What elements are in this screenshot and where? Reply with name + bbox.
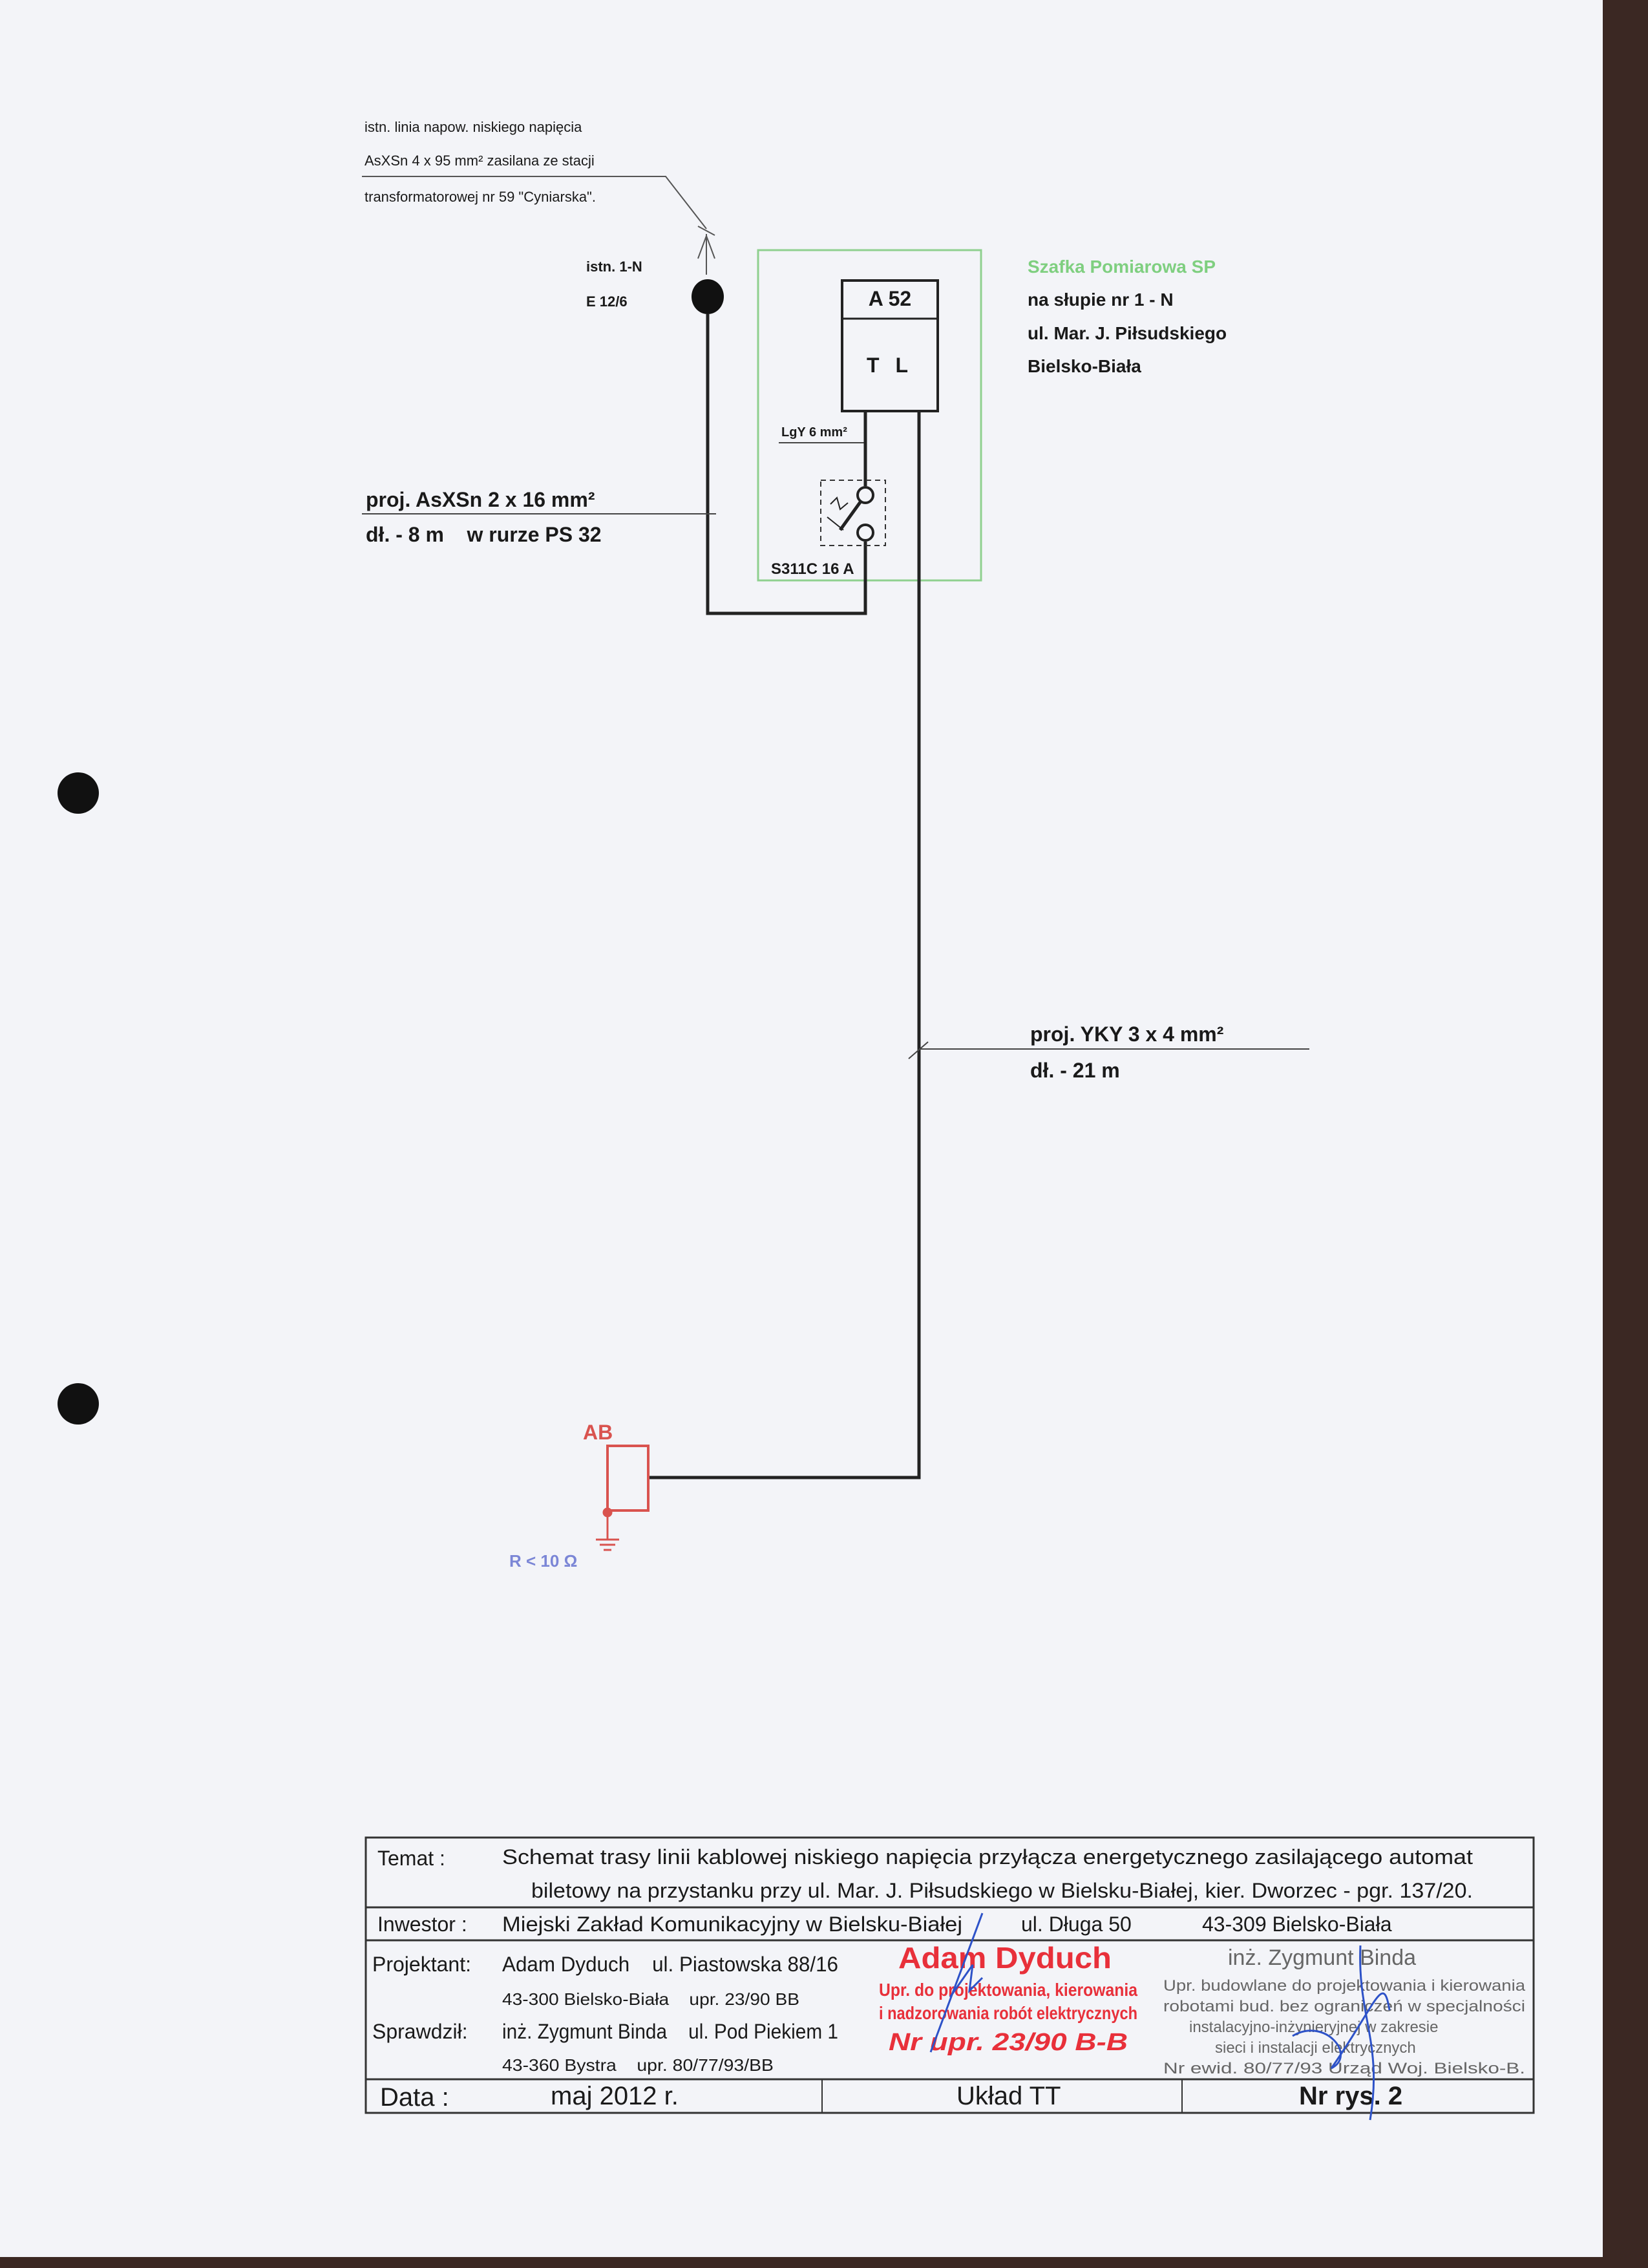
temat-label: Temat : (377, 1847, 445, 1870)
supply-note-line3: transformatorowej nr 59 "Cyniarska". (364, 189, 596, 205)
supply-note-line1: istn. linia napow. niskiego napięcia (364, 119, 582, 135)
breaker-label: S311C 16 A (771, 560, 854, 578)
stamp-line: robotami bud. bez ograniczeń w specjalno… (1163, 1998, 1525, 2015)
drawing-sheet (0, 0, 1603, 2257)
cable-in-line1: proj. AsXSn 2 x 16 mm² (366, 488, 595, 511)
circuit-breaker-symbol (820, 480, 886, 546)
cable-out-line2: dł. - 21 m (1030, 1059, 1120, 1082)
sprawdzil-line2: 43-360 Bystra upr. 80/77/93/BB (502, 2055, 774, 2075)
ground-icon (596, 1507, 619, 1551)
temat-line2: biletowy na przystanku przy ul. Mar. J. … (531, 1879, 1473, 1902)
meter-number: A 52 (869, 287, 911, 310)
pole-label-1: istn. 1-N (586, 259, 642, 275)
internal-wire-label: LgY 6 mm² (781, 425, 847, 440)
cabinet-line2: na słupie nr 1 - N (1028, 290, 1174, 310)
wiring (650, 314, 921, 1479)
sprawdzil-line1: inż. Zygmunt Binda ul. Pod Piekiem 1 (502, 2020, 838, 2043)
inwestor-street: ul. Długa 50 (1021, 1913, 1132, 1936)
stamp-line: instalacyjno-inżynieryjnej w zakresie (1189, 2019, 1439, 2036)
stamp-line: Upr. budowlane do projektowania i kierow… (1163, 1977, 1526, 1995)
projektant-label: Projektant: (372, 1953, 471, 1976)
stamp-name: Adam Dyduch (898, 1941, 1112, 1975)
cabinet-line4: Bielsko-Biała (1028, 356, 1141, 376)
ticket-machine-symbol (606, 1445, 650, 1512)
cabinet-title: Szafka Pomiarowa SP (1028, 257, 1216, 277)
punch-hole (58, 1383, 99, 1425)
supply-note-line2: AsXSn 4 x 95 mm² zasilana ze stacji (364, 153, 595, 169)
load-label: AB (583, 1421, 613, 1444)
meter-tariff: T L (867, 354, 913, 377)
cable-in-line2: dł. - 8 m w rurze PS 32 (366, 523, 602, 546)
cable-out-line1: proj. YKY 3 x 4 mm² (1030, 1023, 1223, 1046)
inwestor-name: Miejski Zakład Komunikacyjny w Bielsku-B… (502, 1913, 962, 1936)
projektant-line2: 43-300 Bielsko-Biała upr. 23/90 BB (502, 1989, 799, 2009)
inwestor-label: Inwestor : (377, 1913, 467, 1936)
energy-meter: A 52 T L (841, 279, 939, 412)
data-value: maj 2012 r. (551, 2082, 679, 2110)
sprawdzil-label: Sprawdził: (372, 2020, 468, 2043)
arrow-up-icon (697, 226, 715, 275)
uklad: Układ TT (956, 2082, 1061, 2110)
stamp-line: Upr. do projektowania, kierowania (879, 1980, 1137, 2000)
drawing-number: Nr rys. 2 (1299, 2082, 1402, 2110)
cable-out-tick (908, 1041, 929, 1059)
stamp-dyduch: Adam Dyduch Upr. do projektowania, kiero… (879, 1941, 1137, 2056)
title-block: Temat : Schemat trasy linii kablowej nis… (364, 1836, 1535, 2114)
signature (929, 1913, 1391, 2121)
cabinet-line3: ul. Mar. J. Piłsudskiego (1028, 323, 1227, 343)
projektant-line1: Adam Dyduch ul. Piastowska 88/16 (502, 1953, 838, 1976)
stamp-binda: inż. Zygmunt Binda Upr. budowlane do pro… (1163, 1945, 1526, 2077)
stamp-line: i nadzorowania robót elektrycznych (879, 2003, 1137, 2023)
pole-label-2: E 12/6 (586, 293, 628, 310)
data-label: Data : (380, 2083, 449, 2112)
inwestor-city: 43-309 Bielsko-Biała (1202, 1913, 1392, 1936)
ground-resistance: R < 10 Ω (509, 1551, 577, 1571)
punch-hole (58, 772, 99, 814)
temat-line1: Schemat trasy linii kablowej niskiego na… (502, 1845, 1473, 1869)
cabinet-outline (757, 249, 982, 582)
stamp-line: sieci i instalacji elektrycznych (1215, 2039, 1416, 2057)
pole-symbol (692, 279, 724, 314)
stamp-name: inż. Zygmunt Binda (1228, 1945, 1416, 1970)
leader-line (362, 176, 707, 229)
stamp-line: Nr upr. 23/90 B-B (889, 2029, 1128, 2056)
stamp-line: Nr ewid. 80/77/93 Urząd Woj. Bielsko-B. (1163, 2060, 1525, 2077)
